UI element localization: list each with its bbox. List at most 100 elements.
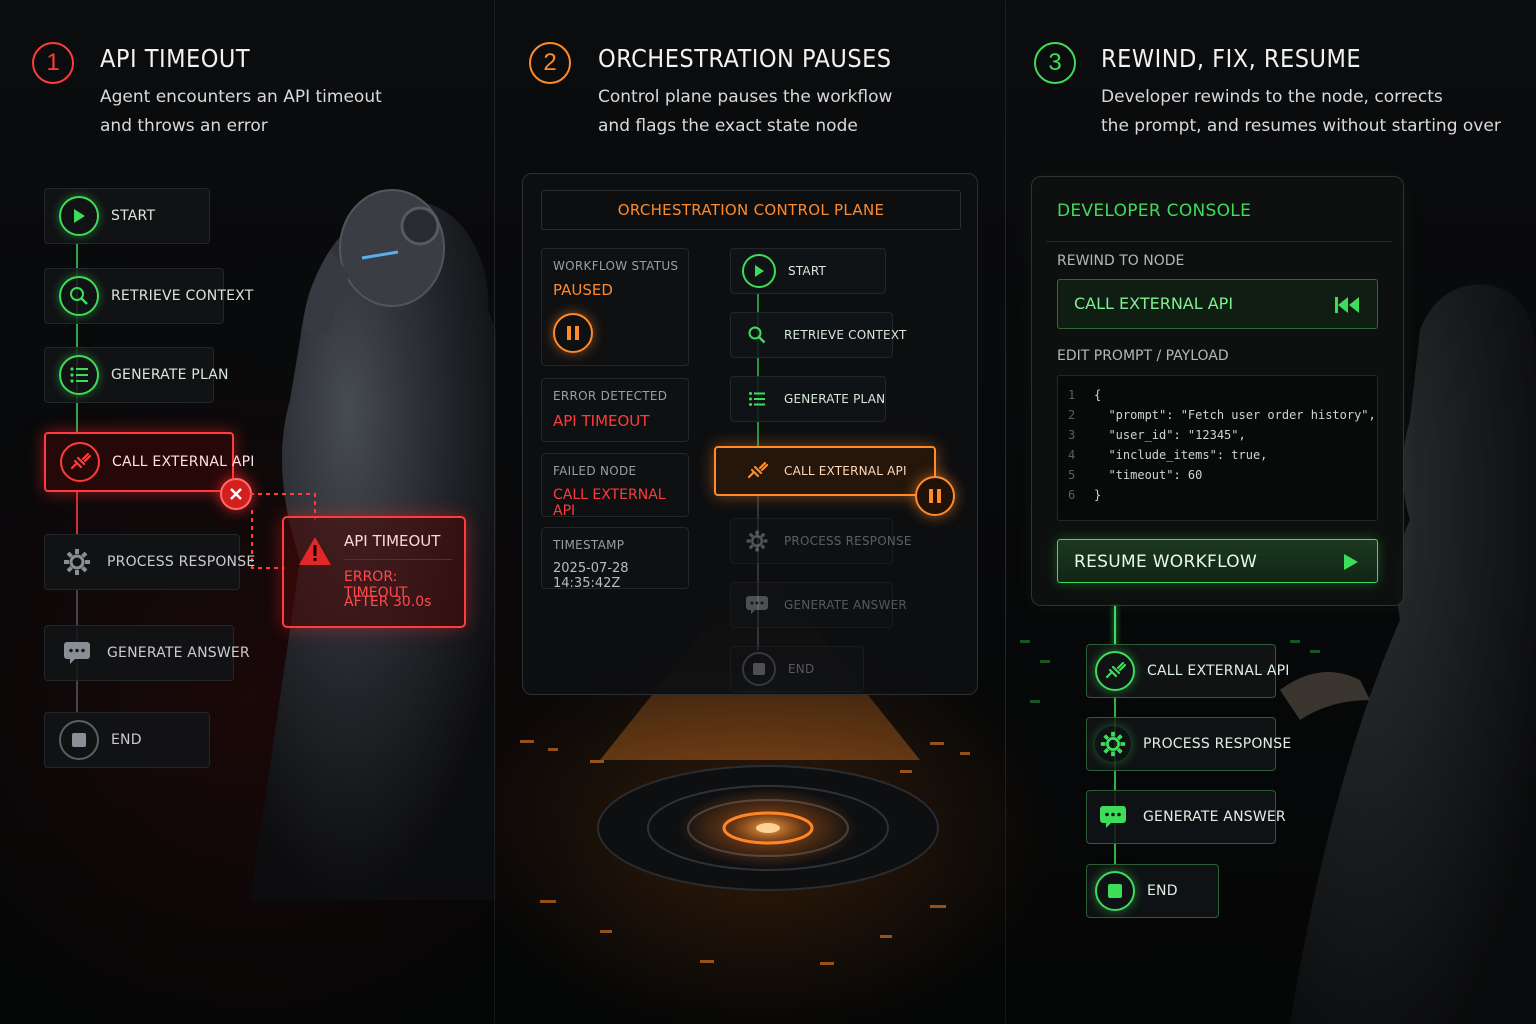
step1-node-generate-answer[interactable]: GENERATE ANSWER xyxy=(44,625,250,681)
node-label: RETRIEVE CONTEXT xyxy=(784,328,907,342)
stop-icon xyxy=(59,720,99,760)
step1-node-call-external-api[interactable]: CALL EXTERNAL API xyxy=(44,432,254,492)
step2-node-retrieve-context[interactable]: RETRIEVE CONTEXT xyxy=(730,312,906,358)
rewind-label: REWIND TO NODE xyxy=(1057,253,1185,269)
error-box-divider xyxy=(344,559,452,560)
step1-node-start[interactable]: START xyxy=(44,188,210,244)
error-label: ERROR DETECTED xyxy=(553,389,668,403)
list-icon xyxy=(59,355,99,395)
play-icon xyxy=(1344,554,1358,570)
node-label: START xyxy=(788,264,827,278)
node-label: GENERATE ANSWER xyxy=(1143,809,1286,825)
rewind-icon[interactable] xyxy=(1335,296,1361,314)
panel-divider-right xyxy=(1005,0,1006,1024)
code-line-number: 5 xyxy=(1068,468,1076,482)
step3-node-process-response[interactable]: PROCESS RESPONSE xyxy=(1086,717,1291,771)
resume-workflow-button[interactable]: RESUME WORKFLOW xyxy=(1057,539,1378,583)
stop-icon xyxy=(742,652,776,686)
node-label: PROCESS RESPONSE xyxy=(107,554,256,570)
search-icon xyxy=(59,276,99,316)
pause-icon xyxy=(553,313,593,353)
error-detected-card: ERROR DETECTED API TIMEOUT xyxy=(541,378,689,442)
error-value: API TIMEOUT xyxy=(553,412,650,430)
play-icon xyxy=(742,254,776,288)
code-line-text: "prompt": "Fetch user order history", xyxy=(1094,408,1376,422)
step1-node-end[interactable]: END xyxy=(44,712,210,768)
panel-title-bar: ORCHESTRATION CONTROL PLANE xyxy=(541,190,961,230)
code-line: 4 "include_items": true, xyxy=(1068,448,1267,462)
step1-connector-red xyxy=(76,490,78,534)
node-label: RETRIEVE CONTEXT xyxy=(111,288,254,304)
error-box-line2: AFTER 30.0s xyxy=(344,594,432,610)
step3-node-call-external-api[interactable]: CALL EXTERNAL API xyxy=(1086,644,1289,698)
status-label: WORKFLOW STATUS xyxy=(553,259,679,273)
code-line-number: 3 xyxy=(1068,428,1076,442)
step3-node-generate-answer[interactable]: GENERATE ANSWER xyxy=(1086,790,1286,844)
payload-editor[interactable]: 1{2 "prompt": "Fetch user order history"… xyxy=(1057,375,1378,521)
failed-label: FAILED NODE xyxy=(553,464,637,478)
step1-title: API TIMEOUT xyxy=(100,44,251,73)
step1-node-process-response[interactable]: PROCESS RESPONSE xyxy=(44,534,255,590)
step2-connector-green xyxy=(757,294,759,446)
step3-desc-line1: Developer rewinds to the node, corrects xyxy=(1101,87,1443,107)
code-line-text: "user_id": "12345", xyxy=(1094,428,1246,442)
gear-icon xyxy=(59,544,95,580)
step2-number-badge: 2 xyxy=(529,42,571,84)
node-label: GENERATE ANSWER xyxy=(107,645,250,661)
step2-node-start[interactable]: START xyxy=(730,248,886,294)
error-connector xyxy=(250,493,316,569)
step1-error-box: API TIMEOUT ERROR: TIMEOUT AFTER 30.0s xyxy=(282,516,466,628)
panel-title: ORCHESTRATION CONTROL PLANE xyxy=(617,201,885,219)
gear-icon xyxy=(742,526,772,556)
play-icon xyxy=(59,196,99,236)
rewind-node-select[interactable]: CALL EXTERNAL API xyxy=(1057,279,1378,329)
code-line-number: 1 xyxy=(1068,388,1076,402)
code-line-number: 6 xyxy=(1068,488,1076,502)
node-label: PROCESS RESPONSE xyxy=(1143,736,1292,752)
node-label: GENERATE PLAN xyxy=(111,367,229,383)
step3-desc-line2: the prompt, and resumes without starting… xyxy=(1101,116,1501,136)
code-line: 6} xyxy=(1068,488,1101,502)
step2-node-call-external-api[interactable]: CALL EXTERNAL API xyxy=(714,446,936,496)
code-line-text: { xyxy=(1094,388,1102,402)
workflow-status-card: WORKFLOW STATUS PAUSED xyxy=(541,248,689,366)
node-label: CALL EXTERNAL API xyxy=(112,454,255,470)
error-box-title: API TIMEOUT xyxy=(344,532,441,550)
stop-icon xyxy=(1095,871,1135,911)
node-label: CALL EXTERNAL API xyxy=(1147,663,1290,679)
panel-divider-left xyxy=(494,0,495,1024)
plug-icon xyxy=(60,442,100,482)
chat-icon xyxy=(1095,799,1131,835)
code-line: 1{ xyxy=(1068,388,1101,402)
error-x-icon xyxy=(220,478,252,510)
developer-console-panel: DEVELOPER CONSOLE REWIND TO NODE CALL EX… xyxy=(1031,176,1404,606)
step2-node-process-response[interactable]: PROCESS RESPONSE xyxy=(730,518,911,564)
failed-node-card: FAILED NODE CALL EXTERNAL API xyxy=(541,453,689,519)
error-box-line1: ERROR: TIMEOUT xyxy=(344,569,408,601)
step1-node-generate-plan[interactable]: GENERATE PLAN xyxy=(44,347,229,403)
code-line-text: "include_items": true, xyxy=(1094,448,1268,462)
step3-node-end[interactable]: END xyxy=(1086,864,1219,918)
console-title: DEVELOPER CONSOLE xyxy=(1057,201,1252,221)
search-icon xyxy=(742,320,772,350)
step2-desc-line1: Control plane pauses the workflow xyxy=(598,87,893,107)
step2-node-generate-answer[interactable]: GENERATE ANSWER xyxy=(730,582,907,628)
code-line-number: 4 xyxy=(1068,448,1076,462)
failed-value: CALL EXTERNAL API xyxy=(553,487,666,519)
list-icon xyxy=(742,384,772,414)
node-label: GENERATE PLAN xyxy=(784,392,886,406)
step2-node-end[interactable]: END xyxy=(730,646,864,692)
pause-badge-icon xyxy=(915,476,955,516)
node-label: PROCESS RESPONSE xyxy=(784,534,912,548)
chat-icon xyxy=(59,635,95,671)
step3-connector-top xyxy=(1114,606,1116,646)
step2-node-generate-plan[interactable]: GENERATE PLAN xyxy=(730,376,886,422)
step2-desc-line2: and flags the exact state node xyxy=(598,116,858,136)
step3-title: REWIND, FIX, RESUME xyxy=(1101,44,1362,73)
edit-label: EDIT PROMPT / PAYLOAD xyxy=(1057,348,1229,364)
step1-node-retrieve-context[interactable]: RETRIEVE CONTEXT xyxy=(44,268,253,324)
node-label: START xyxy=(111,208,156,224)
rewind-node-value: CALL EXTERNAL API xyxy=(1074,294,1234,313)
timestamp-value: 2025-07-28 14:35:42Z xyxy=(553,561,629,591)
